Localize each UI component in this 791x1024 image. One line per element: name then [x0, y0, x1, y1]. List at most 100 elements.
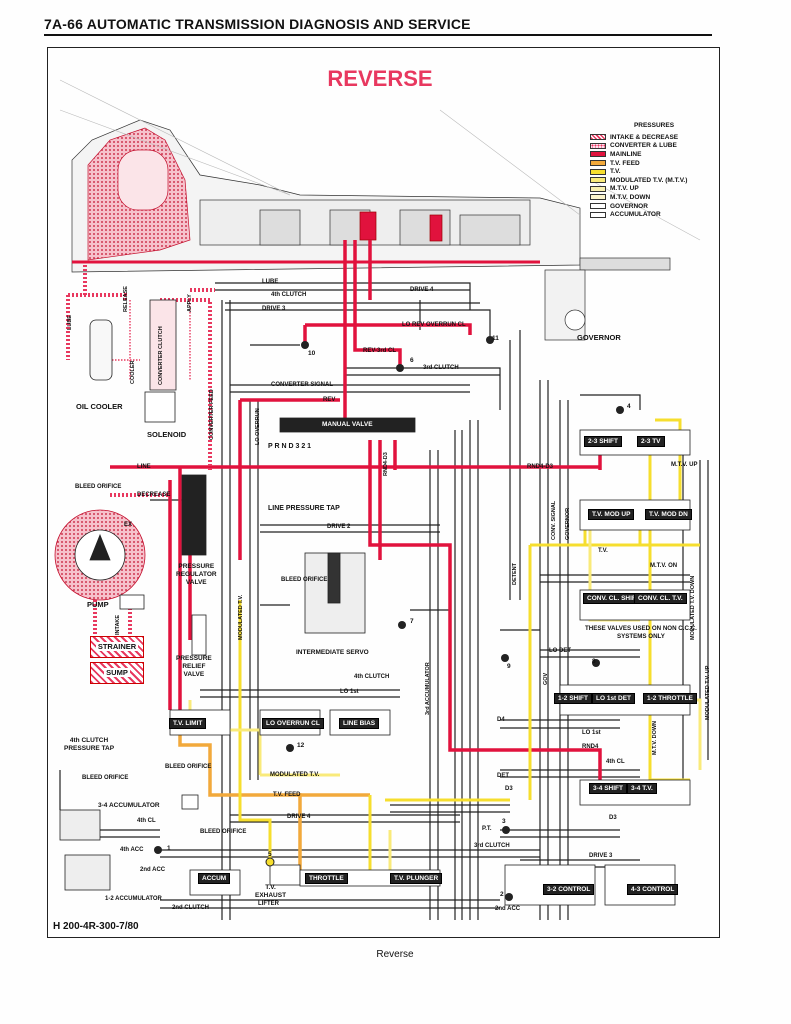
tv-23-valve: 2-3 TV — [637, 436, 665, 447]
drive-2-label: DRIVE 2 — [327, 524, 351, 530]
second-acc-label: 2nd ACC — [140, 867, 166, 873]
conv-cl-tv-valve: CONV. CL. T.V. — [634, 593, 687, 604]
governor-label: GOVERNOR — [577, 333, 621, 342]
rev-3rd-cl-label: REV-3rd CL — [363, 348, 397, 354]
check-ball-2: 2 — [500, 891, 504, 898]
legend-swatch — [590, 134, 606, 141]
tv-34-valve: 3-4 T.V. — [627, 783, 657, 794]
bleed-orifice-label: BLEED ORIFICE — [281, 577, 328, 583]
check-ball-5: 5 — [268, 851, 272, 858]
gov-label: GOV — [543, 672, 549, 685]
tv-feed-passages — [178, 720, 370, 875]
lube-label: LUBE — [262, 279, 279, 285]
pt-d3-label: D3 — [609, 815, 617, 821]
pump-label: PUMP — [87, 600, 109, 609]
lo-rev-overrun-label: LO REV OVERRUN CL — [402, 322, 466, 328]
control-32-valve: 3-2 CONTROL — [543, 884, 595, 895]
diagram-title: REVERSE — [327, 66, 433, 91]
check-ball-8: 8 — [592, 658, 596, 665]
lo-overrun-label: LO OVERRUN — [255, 408, 261, 445]
legend-item: CONVERTER & LUBE — [590, 142, 710, 151]
accumulator-3rd-label: 3rd ACCUMULATOR — [425, 662, 431, 715]
drive-4-label: DRIVE 4 — [410, 287, 434, 293]
legend-label: MAINLINE — [610, 150, 642, 158]
pressure-relief-label: PRESSURE RELIEF VALVE — [176, 655, 212, 678]
rnd4-d3-vertical-label: RND4-D3 — [383, 452, 389, 476]
legend-swatch — [590, 160, 606, 167]
legend-item: INTAKE & DECREASE — [590, 133, 710, 142]
mtv-up-label: M.T.V. UP — [671, 462, 698, 468]
throttle-12-valve: 1-2 THROTTLE — [643, 693, 697, 704]
legend-label: T.V. FEED — [610, 159, 640, 167]
strainer-box: STRAINER — [90, 636, 144, 658]
lo-overrun-cl-valve: LO OVERRUN CL — [262, 718, 324, 729]
non-ccc-note: THESE VALVES USED ON NON C.C.C. SYSTEMS … — [585, 625, 697, 640]
check-ball-10: 10 — [308, 350, 316, 357]
decrease-label: DECREASE — [137, 492, 171, 498]
page-header: 7A-66 AUTOMATIC TRANSMISSION DIAGNOSIS A… — [44, 10, 714, 36]
legend-swatch — [590, 168, 606, 175]
check-ball-12: 12 — [297, 742, 305, 749]
check-ball-6: 6 — [410, 357, 414, 364]
intermediate-servo-label: INTERMEDIATE SERVO — [296, 649, 369, 656]
check-ball-3: 3 — [502, 818, 506, 825]
fourth-acc-label: 4th ACC — [120, 847, 144, 853]
transmission-cross-section — [59, 79, 701, 341]
legend-swatch — [590, 151, 606, 158]
diagram-frame — [47, 47, 720, 938]
fourth-label: 4th CL — [606, 759, 625, 765]
governor-vertical-label: GOVERNOR — [565, 507, 571, 540]
legend-item: M.T.V. UP — [590, 185, 710, 194]
shift-23-valve: 2-3 SHIFT — [584, 436, 622, 447]
legend-title: PRESSURES — [633, 122, 675, 129]
intake-label: INTAKE — [115, 614, 121, 635]
prndl-label: P R N D 3 2 1 — [268, 443, 312, 450]
lo-det-label: LO DET — [549, 648, 571, 654]
legend-swatch — [590, 203, 606, 210]
throttle-valve: THROTTLE — [305, 873, 348, 884]
tv-mod-up-valve: T.V. MOD UP — [588, 509, 635, 520]
modulated-tv-up-label: MODULATED T.V. UP — [705, 665, 711, 720]
mtv-down-label: M.T.V. DOWN — [652, 720, 658, 755]
check-ball-4: 4 — [627, 403, 631, 410]
bleed-orifice-tv-label: BLEED ORIFICE — [165, 764, 212, 770]
third-clutch-label: 3rd CLUTCH — [423, 365, 459, 371]
tv-plunger-valve: T.V. PLUNGER — [390, 873, 443, 884]
sump-label: SUMP — [104, 668, 130, 677]
pt-label: P.T. — [482, 826, 492, 832]
legend-swatch — [590, 211, 606, 218]
check-ball-7: 7 — [410, 618, 414, 625]
fourth-clutch-mid-label: 4th CLUTCH — [354, 674, 390, 680]
legend-label: T.V. — [610, 168, 621, 176]
converter-feed-label: CONVERTER FEED — [209, 389, 215, 440]
lube-vertical-label: LUBE — [67, 315, 73, 330]
legend-swatch — [590, 177, 606, 184]
release-label: RELEASE — [123, 286, 129, 312]
lo-1st-upper-label: LO 1st — [340, 689, 359, 695]
legend-swatch — [590, 142, 606, 149]
accumulator-12-label: 1-2 ACCUMULATOR — [105, 896, 162, 902]
shift-12-valve: 1-2 SHIFT — [554, 693, 592, 704]
header-title: 7A-66 AUTOMATIC TRANSMISSION DIAGNOSIS A… — [44, 16, 471, 32]
tv-label: T.V. — [598, 548, 608, 554]
detent-label: DETENT — [512, 563, 518, 585]
fourth-clutch-tap-label: 4th CLUTCH PRESSURE TAP — [64, 737, 115, 752]
second-acc-lower-label: 2nd ACC — [495, 906, 521, 912]
tv-exhaust-label: T.V. EXHAUST — [255, 884, 287, 899]
legend-label: M.T.V. UP — [610, 185, 639, 193]
modulated-tv-label: MODULATED T.V. — [270, 772, 320, 778]
drive-4-lower-label: DRIVE 4 — [287, 814, 311, 820]
shift-34-valve: 3-4 SHIFT — [589, 783, 627, 794]
fourth-clutch-label: 4th CLUTCH — [271, 292, 307, 298]
lo-1st-det-valve: LO 1st DET — [592, 693, 636, 704]
figure-code: H 200-4R-300-7/80 — [53, 921, 139, 932]
accum-valve: ACCUM — [198, 873, 231, 884]
conv-signal-label: CONV. SIGNAL — [551, 500, 557, 540]
line-label: LINE — [137, 464, 151, 470]
legend-label: M.T.V. DOWN — [610, 193, 651, 201]
converter-lube-passages — [100, 300, 191, 380]
control-43-valve: 4-3 CONTROL — [627, 884, 679, 895]
drive-3-lower-label: DRIVE 3 — [589, 853, 613, 859]
